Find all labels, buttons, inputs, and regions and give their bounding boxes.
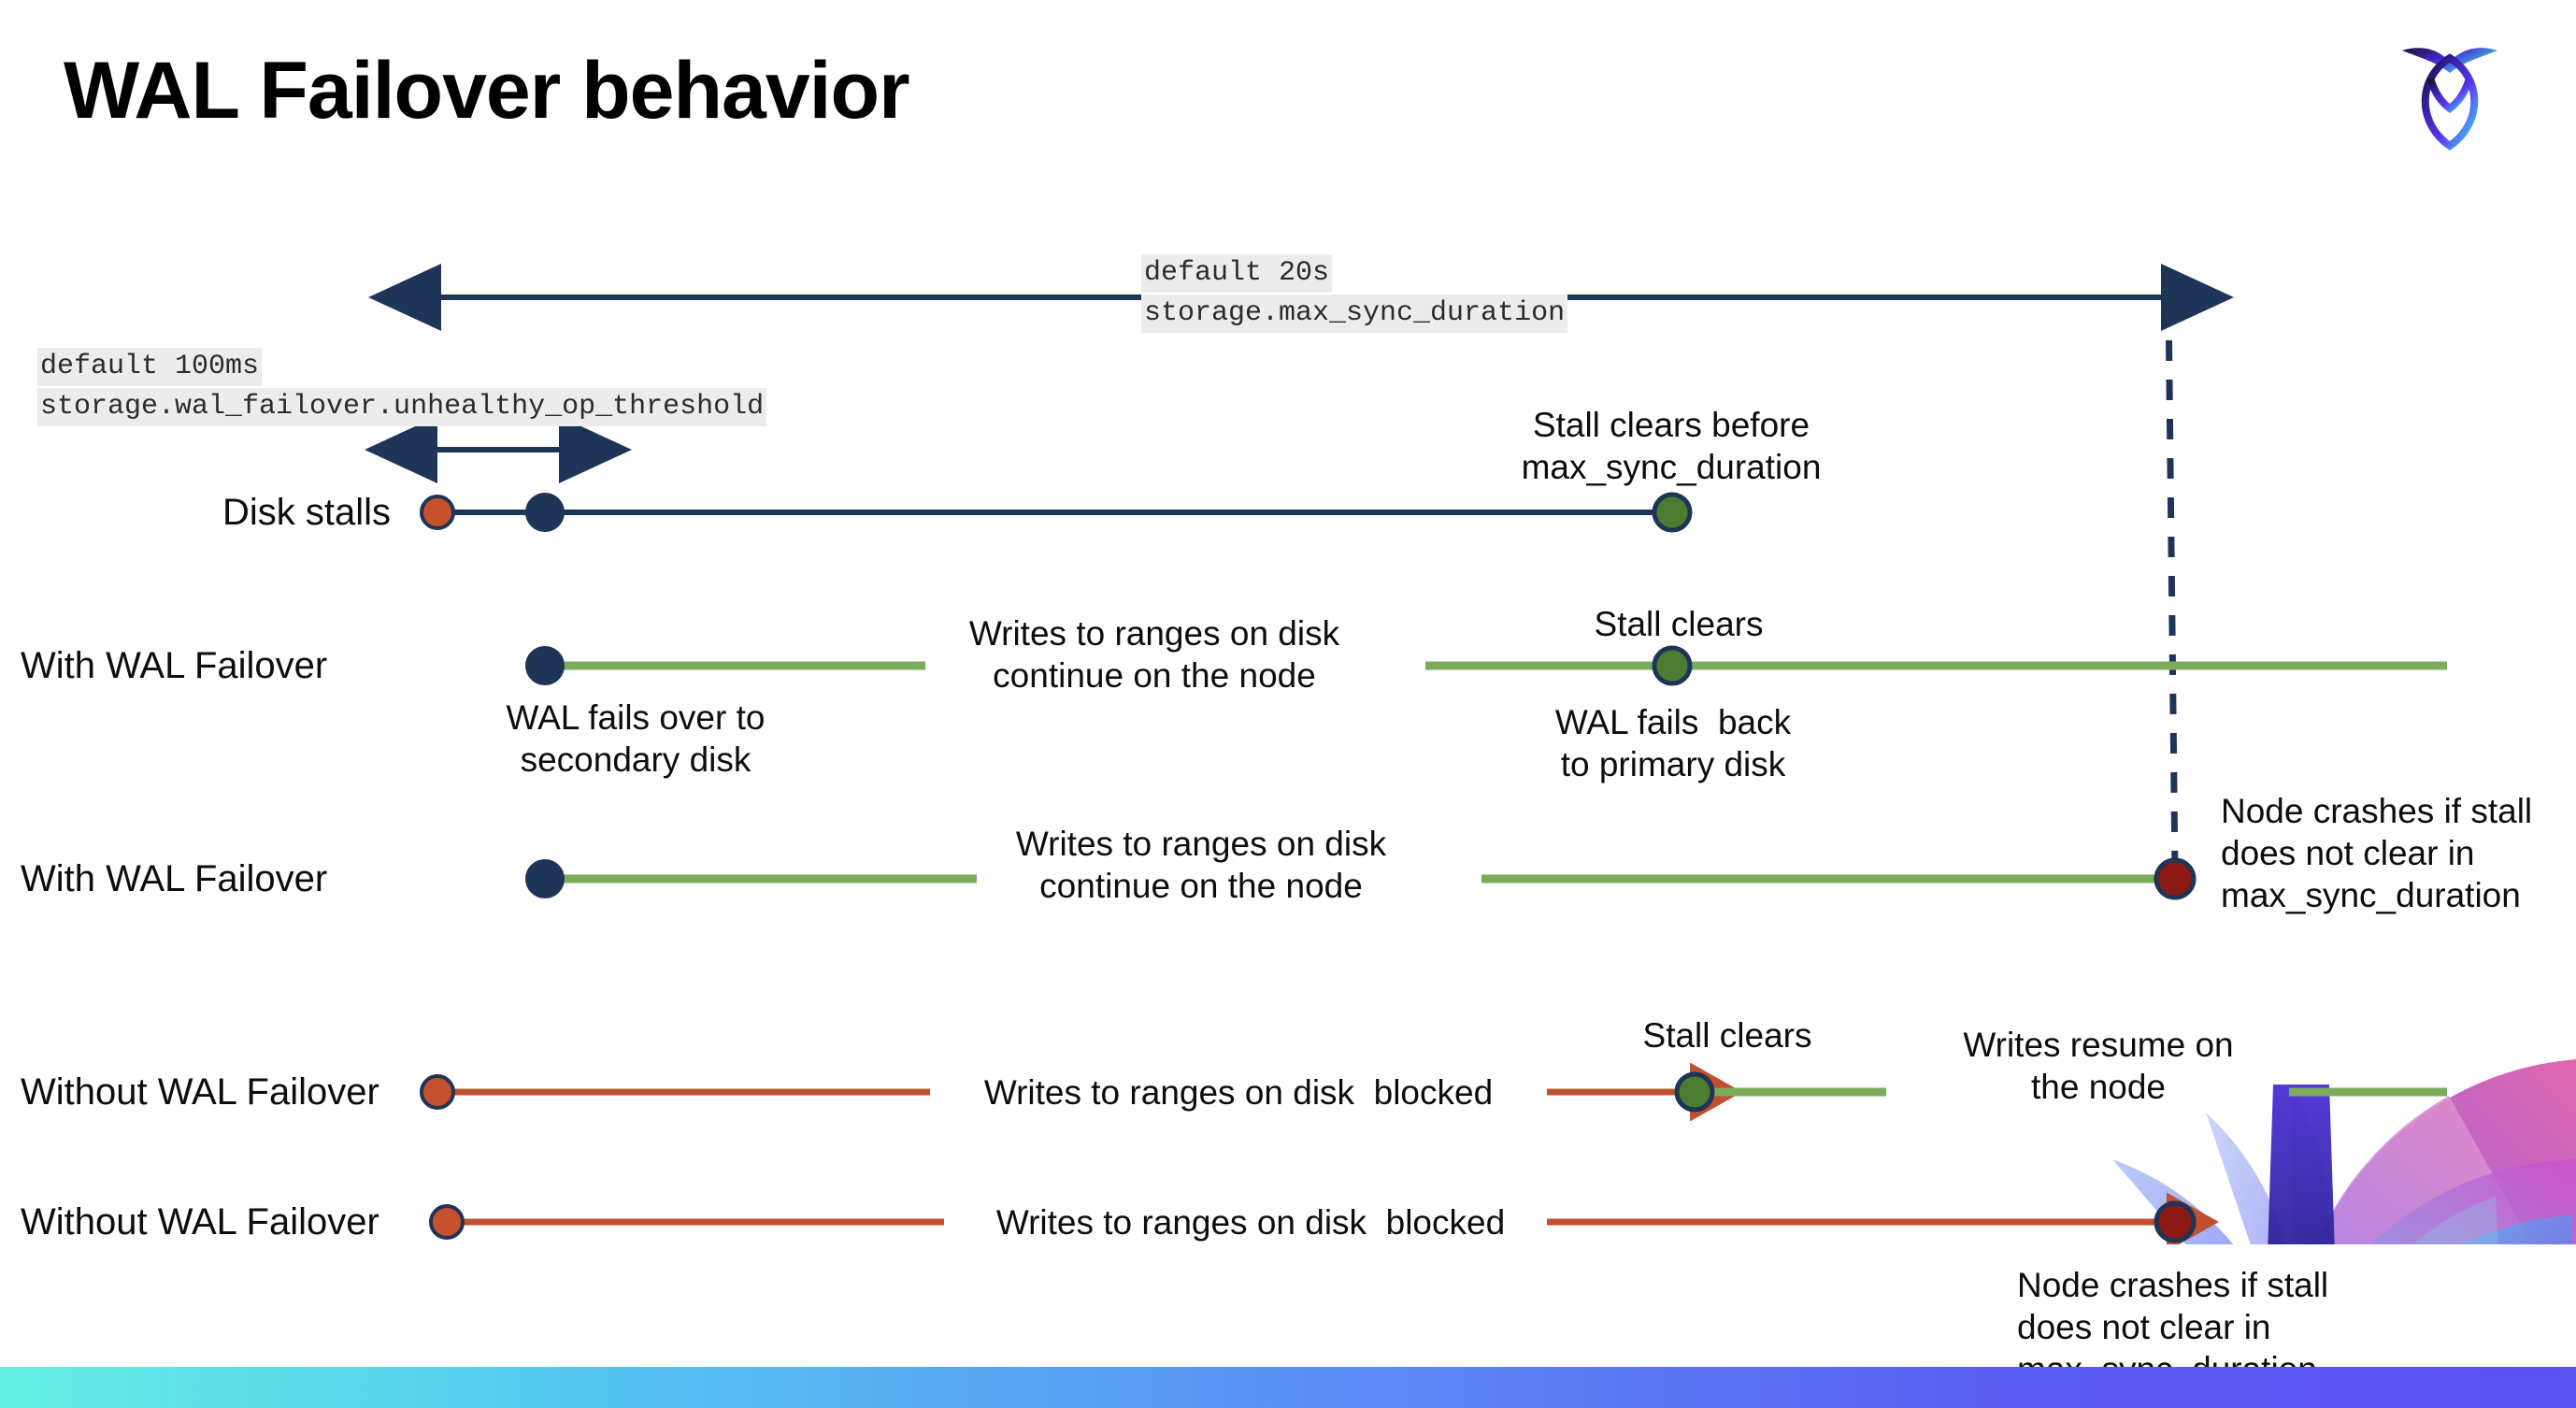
marker-stall-start-without-wal-2 [429,1204,465,1240]
annotation-node-crashes-row2: Node crashes if stall does not clear in … [2221,792,2533,915]
marker-failover-disk-stalls [525,493,565,532]
row-disk-stalls-track [420,492,1693,533]
marker-stall-clear-without-wal-1 [1674,1071,1715,1113]
marker-stall-clear-with-wal-1 [1652,645,1693,686]
max-sync-duration-setting-label: storage.max_sync_duration [1141,295,1568,333]
page-title: WAL Failover behavior [64,46,910,136]
marker-failover-with-wal-2 [525,859,565,898]
annotation-stall-clears-row1: Stall clears [1594,605,1764,643]
annotation-writes-continue-row2: Writes to ranges on disk continue on the… [1015,825,1387,906]
row-without-wal-failover-2-track [429,1192,2219,1252]
unhealthy-op-threshold-setting-label: storage.wal_failover.unhealthy_op_thresh… [37,388,767,426]
bottom-gradient-bar [0,1367,2576,1408]
annotation-writes-continue-row1: Writes to ranges on disk continue on the… [968,614,1340,696]
marker-node-crash-without-wal-2 [2154,1200,2197,1243]
sidebar-item-without-wal-failover-1: Without WAL Failover [21,1071,379,1113]
sidebar-item-disk-stalls: Disk stalls [222,492,392,533]
annotation-stall-clears-before-max-sync: Stall clears before max_sync_duration [1521,406,1822,487]
max-sync-dashed-dropline [2165,300,2179,875]
annotation-writes-blocked-row4: Writes to ranges on disk blocked [995,1203,1506,1242]
marker-failover-with-wal-1 [525,646,565,685]
marker-stall-clear-disk-stalls [1652,492,1693,533]
annotation-stall-clears-row3: Stall clears [1642,1016,1812,1055]
row-without-wal-failover-1-track [420,1062,2447,1122]
sidebar-item-with-wal-failover-1: With WAL Failover [21,645,328,686]
annotation-wal-fails-back: WAL fails back to primary disk [1554,703,1792,784]
marker-stall-start-disk-stalls [420,495,455,530]
row-with-wal-failover-1-track [525,645,2447,686]
sidebar-item-with-wal-failover-2: With WAL Failover [21,858,328,899]
cockroachdb-logo-icon [2389,26,2511,152]
sidebar-item-without-wal-failover-2: Without WAL Failover [21,1201,379,1243]
max-sync-duration-default-label: default 20s [1141,254,1333,293]
annotation-wal-fails-over: WAL fails over to secondary disk [506,698,766,780]
annotation-writes-blocked-row3: Writes to ranges on disk blocked [983,1073,1494,1112]
unhealthy-op-threshold-default-label: default 100ms [37,348,263,386]
marker-stall-start-without-wal-1 [420,1074,455,1110]
marker-node-crash-with-wal-2 [2154,857,2197,900]
row-with-wal-failover-2-track [525,857,2197,900]
annotation-writes-resume: Writes resume on the node [1963,1026,2234,1107]
